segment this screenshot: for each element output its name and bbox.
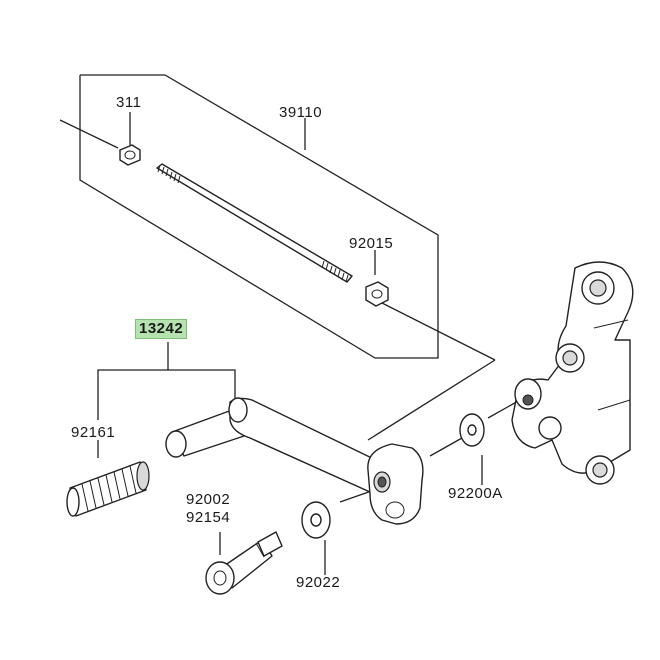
part-label-311[interactable]: 311 [116,94,142,111]
part-label-92022[interactable]: 92022 [296,574,341,591]
nut-311[interactable] [119,144,141,166]
part-label-92015[interactable]: 92015 [349,235,394,252]
tie-rod-group-frame [79,74,439,359]
part-label-92002[interactable]: 92002 [186,491,231,508]
part-label-92200A[interactable]: 92200A [448,485,503,502]
part-label-92161[interactable]: 92161 [71,424,116,441]
rubber-grip-92161[interactable] [66,461,150,517]
washer-92022[interactable] [301,501,331,539]
part-label-92154[interactable]: 92154 [186,509,231,526]
tie-rod-39110[interactable] [156,163,353,283]
nut-92015[interactable] [365,281,389,307]
part-label-39110[interactable]: 39110 [279,104,323,121]
leader-lines [59,112,521,575]
shift-pedal-13242[interactable] [165,397,424,525]
washer-92200A[interactable] [459,413,485,447]
bolt-92002[interactable] [205,531,283,595]
frame-bracket [511,261,634,485]
part-label-13242[interactable]: 13242 [135,319,188,339]
